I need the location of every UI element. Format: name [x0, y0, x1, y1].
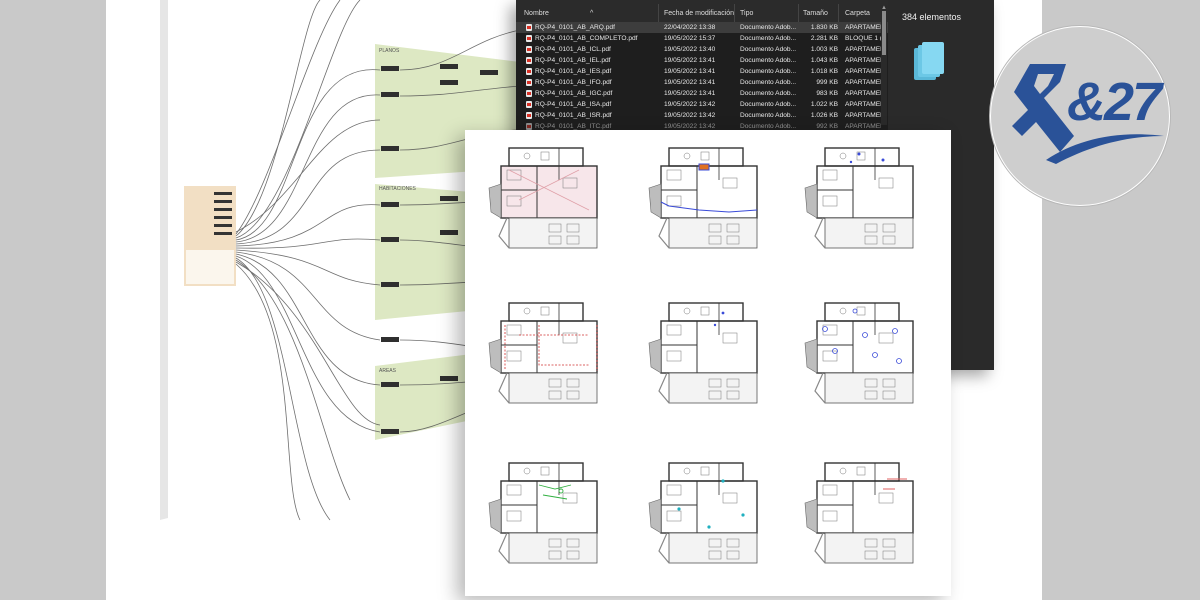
floor-plan: [804, 462, 914, 564]
pdf-file-icon: [526, 123, 532, 130]
floor-plan: [648, 147, 758, 249]
file-name: RQ-P4_0101_AB_ARQ.pdf: [535, 24, 615, 31]
file-size: 999 KB: [816, 79, 838, 86]
file-row[interactable]: RQ-P4_0101_AB_IGC.pdf 19/05/2022 13:41 D…: [516, 88, 888, 99]
brand-logo-mark-icon: [1012, 64, 1074, 152]
file-name: RQ-P4_0101_AB_ICL.pdf: [535, 46, 611, 53]
file-name: RQ-P4_0101_AB_IES.pdf: [535, 68, 612, 75]
column-type[interactable]: Tipo: [740, 10, 754, 17]
floor-plan: [804, 302, 914, 404]
file-name: RQ-P4_0101_AB_IGC.pdf: [535, 90, 613, 97]
file-type: Documento Adob...: [740, 112, 797, 119]
file-size: 2.281 KB: [810, 35, 838, 42]
file-type: Documento Adob...: [740, 79, 797, 86]
file-type: Documento Adob...: [740, 35, 797, 42]
file-modified: 19/05/2022 13:41: [664, 79, 716, 86]
sort-ascending-icon[interactable]: ^: [590, 10, 594, 17]
column-size[interactable]: Tamaño: [803, 10, 828, 17]
pdf-file-icon: [526, 68, 532, 75]
file-row[interactable]: RQ-P4_0101_AB_IFO.pdf 19/05/2022 13:41 D…: [516, 77, 888, 88]
file-modified: 19/05/2022 13:41: [664, 90, 716, 97]
pdf-file-icon: [526, 46, 532, 53]
file-name: RQ-P4_0101_AB_ITC.pdf: [535, 123, 612, 130]
file-type: Documento Adob...: [740, 101, 797, 108]
file-modified: 19/05/2022 13:42: [664, 112, 716, 119]
scrollbar-thumb[interactable]: [882, 11, 886, 55]
file-folder: BLOQUE 1 (: [845, 35, 881, 42]
file-row[interactable]: RQ-P4_0101_AB_IEL.pdf 19/05/2022 13:41 D…: [516, 55, 888, 66]
file-modified: 19/05/2022 13:40: [664, 46, 716, 53]
floor-plan: [488, 462, 598, 564]
file-modified: 19/05/2022 15:37: [664, 35, 716, 42]
scroll-up-icon[interactable]: ▲: [881, 5, 887, 11]
file-folder: APARTAMEN: [845, 57, 881, 64]
file-size: 983 KB: [816, 90, 838, 97]
file-name: RQ-P4_0101_AB_IEL.pdf: [535, 57, 611, 64]
file-modified: 19/05/2022 13:41: [664, 68, 716, 75]
file-row[interactable]: RQ-P4_0101_AB_ARQ.pdf 22/04/2022 13:38 D…: [516, 22, 888, 33]
pdf-file-icon: [526, 57, 532, 64]
graph-group-label-habitaciones: HABITACIONES: [379, 186, 417, 192]
file-type: Documento Adob...: [740, 57, 797, 64]
file-size: 1.022 KB: [810, 101, 838, 108]
floor-plan: [804, 147, 914, 249]
file-folder: APARTAMEN: [845, 123, 881, 130]
floor-plan: [648, 462, 758, 564]
file-folder: APARTAMEN: [845, 90, 881, 97]
file-row[interactable]: RQ-P4_0101_AB_IES.pdf 19/05/2022 13:41 D…: [516, 66, 888, 77]
file-type: Documento Adob...: [740, 123, 797, 130]
brand-logo-swoosh-icon: [1046, 134, 1164, 164]
column-folder[interactable]: Carpeta: [845, 10, 870, 17]
file-modified: 22/04/2022 13:38: [664, 24, 716, 31]
file-folder: APARTAMEN: [845, 68, 881, 75]
file-row[interactable]: RQ-P4_0101_AB_COMPLETO.pdf 19/05/2022 15…: [516, 33, 888, 44]
pdf-file-icon: [526, 24, 532, 31]
pdf-file-icon: [526, 35, 532, 42]
floor-plan: [488, 147, 598, 249]
file-folder: APARTAMEN: [845, 46, 881, 53]
file-size: 1.026 KB: [810, 112, 838, 119]
file-size: 1.003 KB: [810, 46, 838, 53]
file-size: 1.043 KB: [810, 57, 838, 64]
file-modified: 19/05/2022 13:42: [664, 123, 716, 130]
file-name: RQ-P4_0101_AB_COMPLETO.pdf: [535, 35, 638, 42]
file-size: 1.830 KB: [810, 24, 838, 31]
library-stack-icon: [914, 42, 944, 80]
graph-group-label-planos: PLANOS: [379, 48, 400, 54]
file-row[interactable]: RQ-P4_0101_AB_ISA.pdf 19/05/2022 13:42 D…: [516, 99, 888, 110]
file-size: 992 KB: [816, 123, 838, 130]
column-name[interactable]: Nombre: [524, 10, 549, 17]
item-count: 384 elementos: [902, 12, 962, 22]
file-list: RQ-P4_0101_AB_ARQ.pdf 22/04/2022 13:38 D…: [516, 22, 888, 132]
graph-group-label-areas: AREAS: [379, 368, 397, 374]
file-type: Documento Adob...: [740, 90, 797, 97]
file-type: Documento Adob...: [740, 46, 797, 53]
column-modified[interactable]: Fecha de modificación: [664, 10, 735, 17]
file-name: RQ-P4_0101_AB_ISR.pdf: [535, 112, 612, 119]
file-folder: APARTAMEN: [845, 101, 881, 108]
file-folder: APARTAMEN: [845, 24, 881, 31]
pdf-file-icon: [526, 90, 532, 97]
floor-plans-sheet: [465, 130, 951, 596]
pdf-file-icon: [526, 101, 532, 108]
file-modified: 19/05/2022 13:41: [664, 57, 716, 64]
floor-plan: [488, 302, 598, 404]
pdf-file-icon: [526, 79, 532, 86]
file-folder: APARTAMEN: [845, 112, 881, 119]
file-row[interactable]: RQ-P4_0101_AB_ISR.pdf 19/05/2022 13:42 D…: [516, 110, 888, 121]
file-row[interactable]: RQ-P4_0101_AB_ITC.pdf 19/05/2022 13:42 D…: [516, 121, 888, 132]
brand-logo-text: &27: [1067, 72, 1162, 132]
file-folder: APARTAMEN: [845, 79, 881, 86]
file-size: 1.018 KB: [810, 68, 838, 75]
file-row[interactable]: RQ-P4_0101_AB_ICL.pdf 19/05/2022 13:40 D…: [516, 44, 888, 55]
file-type: Documento Adob...: [740, 24, 797, 31]
pdf-file-icon: [526, 112, 532, 119]
file-name: RQ-P4_0101_AB_IFO.pdf: [535, 79, 612, 86]
brand-logo-badge: [990, 26, 1170, 206]
vertical-scrollbar[interactable]: ▲: [881, 5, 887, 125]
file-type: Documento Adob...: [740, 68, 797, 75]
file-name: RQ-P4_0101_AB_ISA.pdf: [535, 101, 612, 108]
floor-plan: [648, 302, 758, 404]
file-modified: 19/05/2022 13:42: [664, 101, 716, 108]
